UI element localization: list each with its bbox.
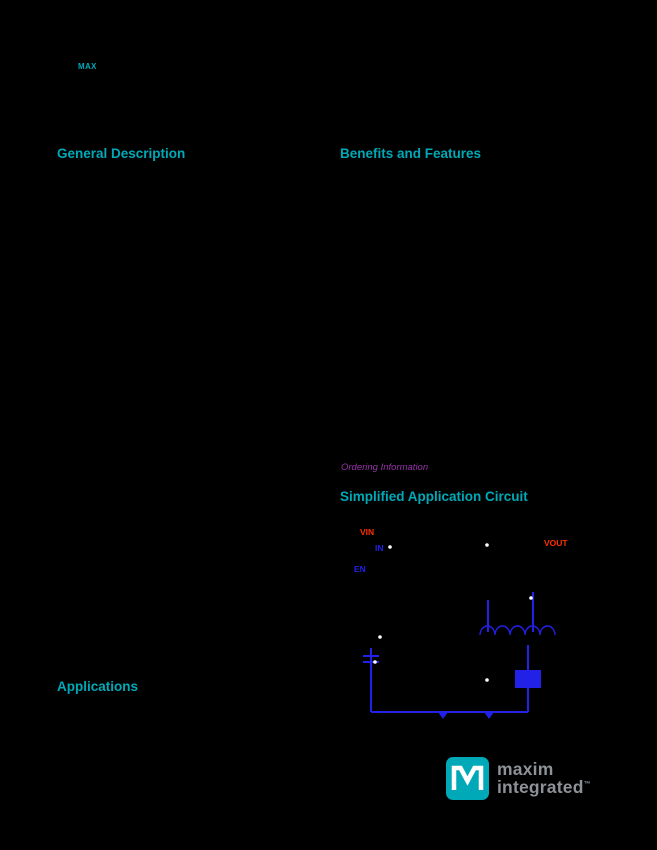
load-block	[515, 670, 541, 688]
maxim-integrated-logo: maxim integrated™	[446, 757, 591, 800]
in-pin-label: IN	[375, 543, 384, 553]
maxim-logo-mark-icon	[446, 757, 489, 800]
wordmark-line1: maxim	[497, 759, 554, 779]
doc-ref-link[interactable]: MAX	[78, 62, 97, 71]
vin-label: VIN	[360, 527, 375, 537]
inductor-icon	[479, 625, 556, 636]
heading-applications: Applications	[57, 679, 139, 694]
maxim-m-glyph-icon	[451, 765, 484, 790]
ground-icon	[438, 712, 448, 719]
wordmark-line2: integrated	[497, 776, 584, 797]
en-pin-label: EN	[354, 564, 366, 574]
ordering-information-link[interactable]: Ordering Information	[341, 462, 429, 473]
junction-dot	[485, 543, 489, 547]
ground-icon	[484, 712, 494, 719]
maxim-wordmark: maxim integrated™	[497, 759, 591, 797]
junction-dot	[373, 660, 377, 664]
vout-label: VOUT	[544, 538, 568, 548]
circuit-schematic	[363, 543, 556, 719]
simplified-application-circuit-figure: VIN IN EN VOUT	[340, 515, 640, 725]
heading-simplified-application-circuit: Simplified Application Circuit	[340, 489, 528, 504]
heading-benefits-and-features: Benefits and Features	[340, 146, 482, 161]
junction-dot	[529, 596, 533, 600]
junction-dot	[388, 545, 392, 549]
junction-dot	[485, 678, 489, 682]
trademark-symbol: ™	[583, 780, 591, 788]
heading-general-description: General Description	[57, 146, 186, 161]
junction-dot	[378, 635, 382, 639]
